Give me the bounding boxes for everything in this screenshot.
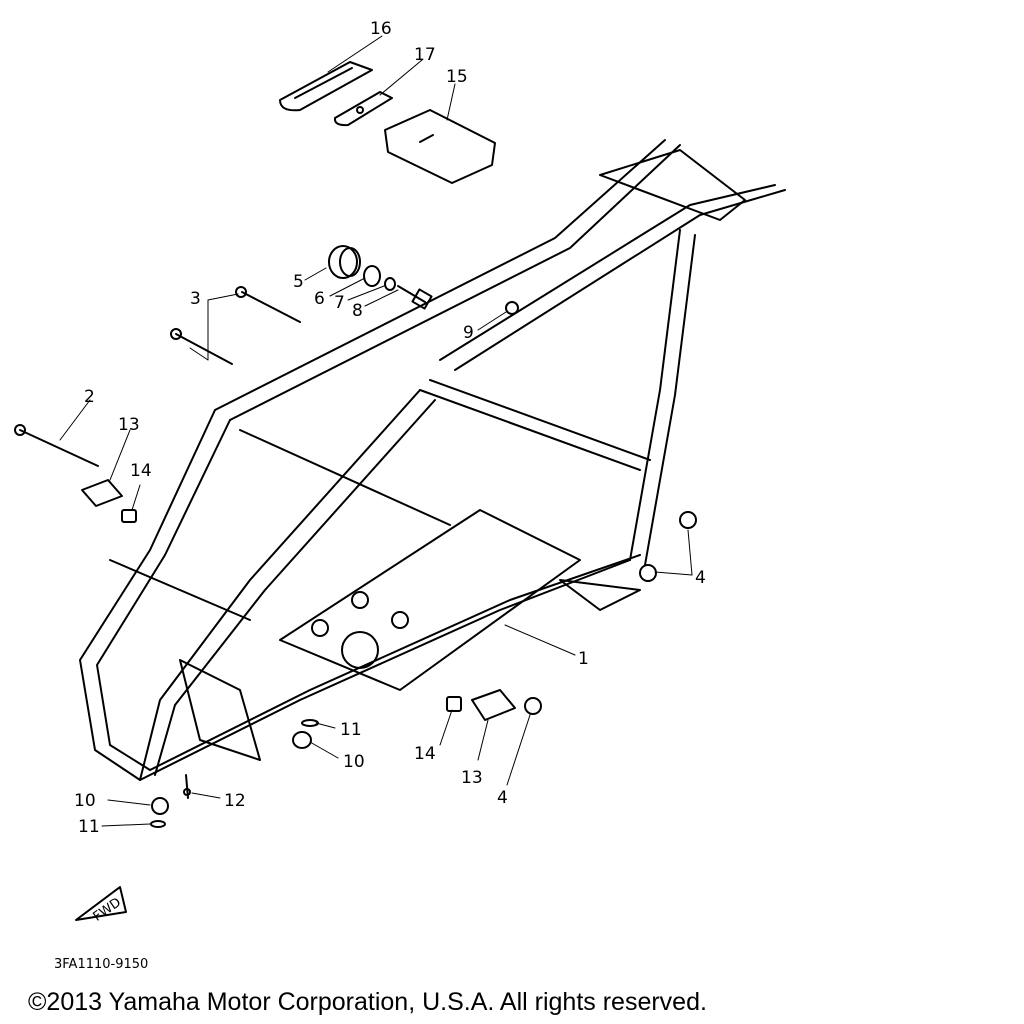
callout-1: 1 [578, 649, 589, 669]
part-10-damper-right [292, 731, 312, 749]
copyright-notice: ©2013 Yamaha Motor Corporation, U.S.A. A… [28, 988, 707, 1016]
callout-10-right: 10 [343, 752, 365, 772]
part-4-nut-upper [679, 511, 697, 529]
part-code: 3FA1110-9150 [54, 957, 148, 972]
callout-3: 3 [190, 289, 201, 309]
callout-5: 5 [293, 272, 304, 292]
callout-15: 15 [446, 67, 468, 87]
callout-labels: 16 17 15 5 6 7 8 9 3 2 13 14 4 1 11 10 1… [54, 19, 706, 972]
part-11-washer-left [150, 820, 166, 828]
part-4-nut-right [524, 697, 542, 715]
part-4-nut-lower [639, 564, 657, 582]
callout-13-right: 13 [461, 768, 483, 788]
fwd-arrow-icon [75, 886, 127, 921]
callout-10-left: 10 [74, 791, 96, 811]
callout-12: 12 [224, 791, 246, 811]
callout-13-left: 13 [118, 415, 140, 435]
part-15-cover [384, 109, 496, 184]
part-3-bolt-lower [170, 328, 233, 365]
callout-4-right: 4 [497, 788, 508, 808]
part-8-bolt [397, 285, 433, 310]
part-9-nut [505, 301, 519, 315]
fwd-label: FWD [91, 895, 124, 925]
part-14-spacer-right [446, 696, 462, 712]
part-16-seat-pad [279, 61, 373, 112]
callout-16: 16 [370, 19, 392, 39]
callout-9: 9 [463, 323, 474, 343]
part-13-plate-right [471, 689, 516, 721]
leader-lines [59, 35, 693, 827]
callout-17: 17 [414, 45, 436, 65]
callout-14-left: 14 [130, 461, 152, 481]
part-10-damper-left [151, 797, 169, 815]
part-2-long-bolt [14, 424, 99, 467]
part-14-spacer-left [121, 509, 137, 523]
callout-2: 2 [84, 387, 95, 407]
callout-7: 7 [334, 293, 345, 313]
callout-8: 8 [352, 301, 363, 321]
part-3-bolt-upper [235, 286, 301, 323]
callout-4-upper: 4 [695, 568, 706, 588]
part-5-bushing [328, 245, 361, 279]
part-12-bolt [183, 774, 191, 799]
part-11-washer-right [301, 719, 319, 727]
callout-14-right: 14 [414, 744, 436, 764]
part-1-main-frame [79, 139, 786, 781]
part-7-washer [384, 277, 396, 291]
callout-6: 6 [314, 289, 325, 309]
part-6-collar [363, 265, 381, 287]
part-13-plate-left [81, 479, 123, 507]
part-17-bracket [333, 91, 393, 127]
callout-11-left: 11 [78, 817, 100, 837]
callout-11-right: 11 [340, 720, 362, 740]
